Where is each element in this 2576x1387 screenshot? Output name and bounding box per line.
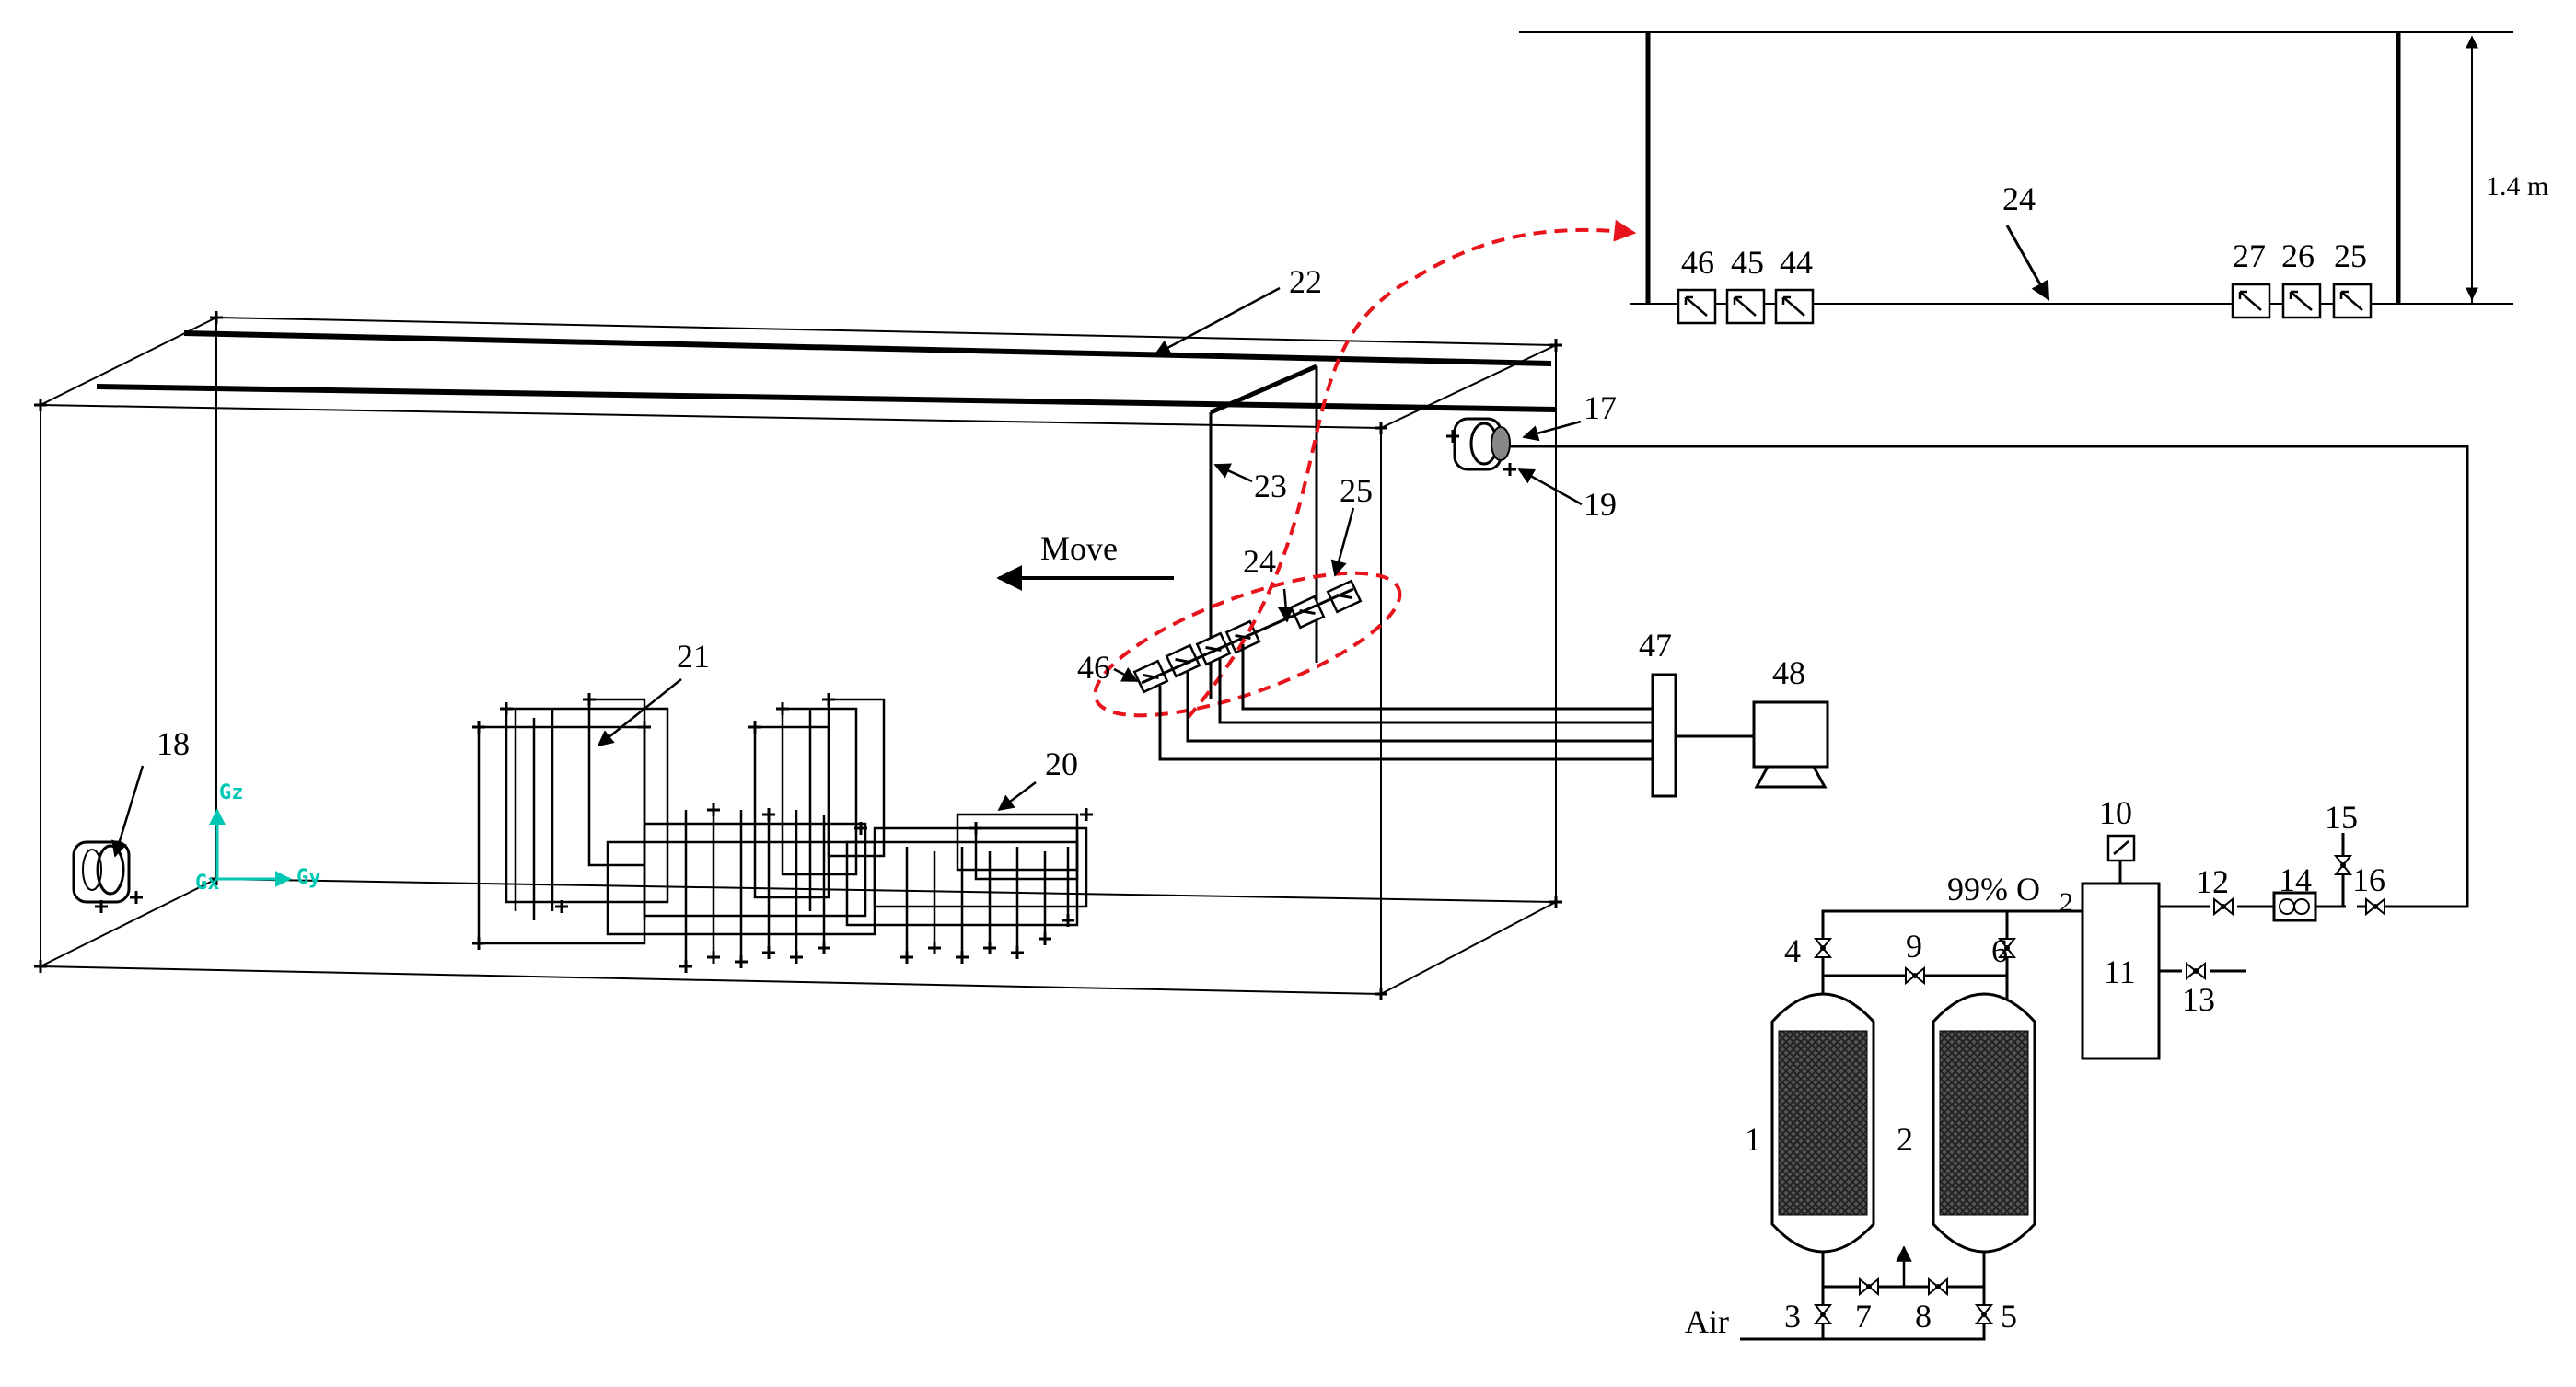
fan-icon	[1445, 417, 1518, 478]
data-acquisition-unit	[1651, 673, 1677, 798]
adsorption-tower-2	[1932, 992, 2036, 1254]
label-25: 25	[1340, 472, 1373, 509]
axis-gz-label: Gz	[219, 781, 244, 804]
label-5: 5	[2001, 1298, 2017, 1335]
move-label: Move	[1040, 530, 1118, 567]
monitor-icon	[1752, 700, 1829, 789]
label-18: 18	[157, 725, 190, 762]
label-1: 1	[1745, 1121, 1761, 1158]
air-inlet-label: Air	[1685, 1303, 1729, 1340]
label-8: 8	[1915, 1298, 1932, 1335]
detail-sensor-46: 46	[1681, 244, 1714, 281]
coordinate-axes: Gz Gx Gy	[195, 781, 321, 895]
label-12: 12	[2196, 863, 2229, 900]
label-4: 4	[1784, 932, 1801, 969]
detail-sensor-25: 25	[2334, 237, 2367, 274]
label-23: 23	[1254, 468, 1287, 504]
ceiling-rails	[96, 330, 1557, 699]
label-13: 13	[2182, 981, 2215, 1018]
sensor-highlight-ellipse	[1093, 571, 1402, 718]
room-wireframe	[32, 309, 1564, 1002]
leader-arrows	[111, 286, 1583, 858]
label-3: 3	[1784, 1298, 1801, 1335]
label-9: 9	[1906, 928, 1922, 965]
detail-sensor-26: 26	[2281, 237, 2315, 274]
detail-sensor-44: 44	[1780, 244, 1813, 281]
oxygen-supply-system	[1510, 445, 2469, 1341]
label-11: 11	[2104, 954, 2136, 990]
label-24: 24	[1243, 543, 1276, 580]
label-7: 7	[1855, 1298, 1872, 1335]
label-47: 47	[1639, 627, 1672, 664]
detail-callout-arrow	[1186, 219, 1637, 720]
oxygen-sensor-array	[1132, 579, 1363, 694]
label-16: 16	[2352, 861, 2385, 898]
label-14: 14	[2279, 861, 2312, 898]
fan-icon	[72, 840, 145, 915]
axis-gy-label: Gy	[296, 866, 321, 889]
oxygen-subscript: 2	[2060, 887, 2073, 918]
label-2: 2	[1897, 1121, 1913, 1158]
detail-beam-label: 24	[2002, 180, 2036, 217]
height-label: 1.4 m	[2486, 171, 2548, 202]
label-10: 10	[2099, 794, 2132, 831]
detail-sensor-27: 27	[2233, 237, 2266, 274]
detail-view: 1.4 m 46 45 44 27 26 25 24	[1519, 31, 2548, 325]
signal-cables	[1158, 644, 1657, 761]
label-17: 17	[1584, 389, 1617, 426]
axis-gx-label: Gx	[195, 872, 220, 895]
label-6: 6	[1991, 932, 2008, 969]
label-21: 21	[677, 638, 710, 675]
label-19: 19	[1584, 486, 1617, 523]
adsorption-tower-1	[1770, 992, 1875, 1254]
detail-sensor-45: 45	[1731, 244, 1764, 281]
rack-structure-21	[477, 698, 1088, 966]
label-48: 48	[1772, 654, 1805, 691]
label-20: 20	[1045, 746, 1078, 782]
oxygen-purity-label: 99% O	[1947, 871, 2040, 907]
component-labels: 1 2 3 4 5 6 7 8 9 10 11 12 13 14 15 16 1…	[157, 263, 2385, 1335]
label-22: 22	[1289, 263, 1322, 300]
pressure-gauge-icon	[2106, 834, 2136, 862]
label-46: 46	[1077, 649, 1110, 686]
label-15: 15	[2325, 799, 2358, 836]
